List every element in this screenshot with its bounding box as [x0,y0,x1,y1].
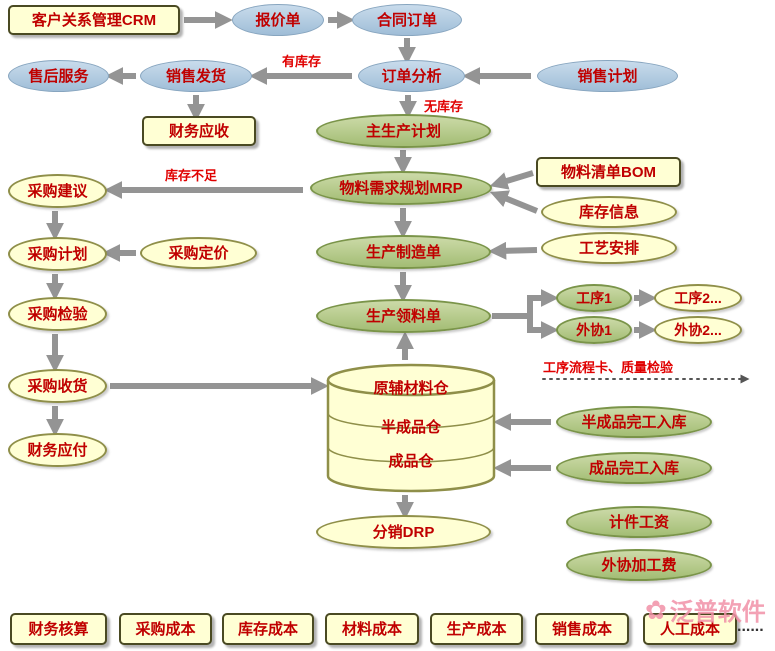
node-proc1: 工序1 [556,284,632,312]
node-sales-plan: 销售计划 [537,60,678,92]
node-purchase-suggest: 采购建议 [8,174,107,208]
node-quote: 报价单 [232,4,324,36]
bottom-item-production-cost: 生产成本 [430,613,523,645]
node-process-arrange: 工艺安排 [541,232,677,264]
node-delivery: 销售发货 [140,60,252,92]
warehouse-raw-label: 原辅材料仓 [373,380,449,397]
node-production-order: 生产制造单 [316,235,491,269]
node-after-sales: 售后服务 [8,60,109,92]
node-order-analysis: 订单分析 [358,60,465,92]
node-finance-payable: 财务应付 [8,433,107,467]
bottom-item-purchase-cost: 采购成本 [119,613,212,645]
node-proc2: 工序2... [654,284,742,312]
node-purchase-price: 采购定价 [140,237,257,269]
node-mps: 主生产计划 [316,114,491,148]
node-semi-in: 半成品完工入库 [556,406,712,438]
node-crm: 客户关系管理CRM [8,5,180,35]
watermark-logo: ✿ 泛普软件 [645,592,766,627]
node-finished-in: 成品完工入库 [556,452,712,484]
cylinder-shape [326,363,496,493]
node-purchase-plan: 采购计划 [8,237,107,271]
node-inventory-info: 库存信息 [541,196,677,228]
edge-label-has-stock: 有库存 [282,54,322,69]
node-outsource-fee: 外协加工费 [566,549,712,581]
node-outsource2: 外协2... [654,316,742,344]
bottom-item-material-cost: 材料成本 [325,613,419,645]
bottom-item-sales-cost: 销售成本 [535,613,629,645]
edge-label-no-stock: 无库存 [424,99,464,114]
node-piece-wage: 计件工资 [566,506,712,538]
edge-label-stock-shortage: 库存不足 [165,168,218,183]
flower-logo-icon: ✿ [645,594,667,625]
node-contract: 合同订单 [352,4,462,36]
bottom-item-inventory-cost: 库存成本 [222,613,314,645]
node-bom: 物料清单BOM [536,157,681,187]
bottom-item-finance-accounting: 财务核算 [10,613,107,645]
node-finance-receivable: 财务应收 [142,116,256,146]
node-drp: 分销DRP [316,515,491,549]
edge-label-process-card: 工序流程卡、质量检验 [543,360,674,375]
node-requisition: 生产领料单 [316,299,491,333]
bottom-row-ellipsis: ...... [737,618,764,635]
watermark-text: 泛普软件 [669,599,766,626]
node-outsource1: 外协1 [556,316,632,344]
warehouse-semi-label: 半成品仓 [380,419,441,436]
warehouse-finished-label: 成品仓 [388,453,434,470]
node-purchase-inspect: 采购检验 [8,297,107,331]
bottom-item-labor-cost: 人工成本 [643,613,737,645]
node-mrp: 物料需求规划MRP [310,171,492,205]
node-purchase-receive: 采购收货 [8,369,107,403]
warehouse-cylinder: 原辅材料仓 半成品仓 成品仓 [326,363,496,493]
